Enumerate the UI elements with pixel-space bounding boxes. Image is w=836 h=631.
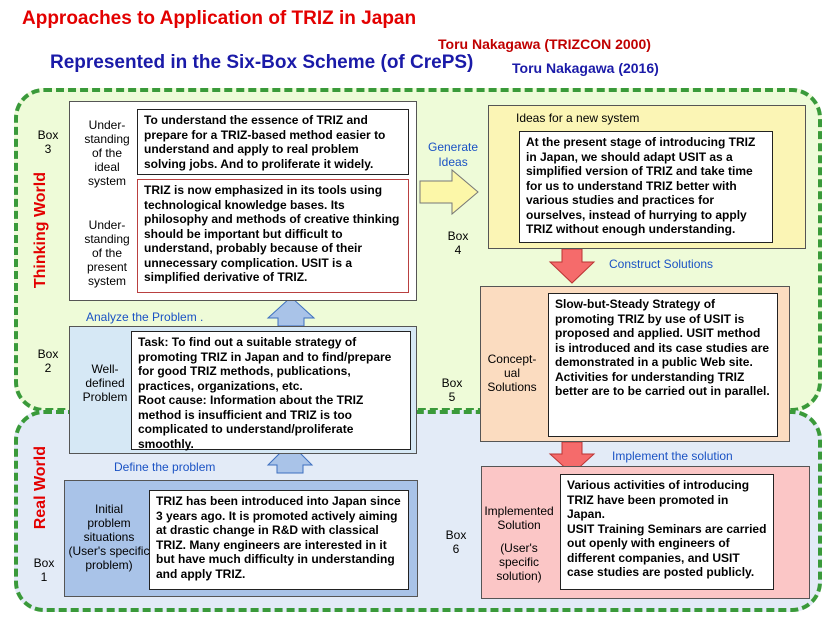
arrow-construct-solutions [548, 248, 596, 284]
define-problem-label: Define the problem [114, 460, 216, 474]
box5-text: Slow-but-Steady Strategy of promoting TR… [548, 293, 778, 437]
box4-text: At the present stage of introducing TRIZ… [519, 131, 773, 243]
arrow-implement-solution [548, 441, 596, 475]
box6-text: Various activities of introducing TRIZ h… [560, 474, 774, 590]
author-2000: Toru Nakagawa (TRIZCON 2000) [438, 36, 651, 52]
box1-text: TRIZ has been introduced into Japan sinc… [149, 490, 409, 590]
arrow-generate-ideas [419, 168, 479, 216]
box3-present-text: TRIZ is now emphasized in its tools usin… [137, 179, 409, 293]
box3-ideal-text: To understand the essence of TRIZ and pr… [137, 109, 409, 175]
page-subtitle: Represented in the Six-Box Scheme (of Cr… [50, 52, 474, 73]
box4-label: Ideas for a new system [516, 111, 640, 125]
construct-solutions-label: Construct Solutions [609, 257, 714, 271]
page-title: Approaches to Application of TRIZ in Jap… [22, 8, 417, 29]
arrow-analyze-problem [266, 296, 316, 327]
implement-solution-label: Implement the solution [612, 449, 733, 463]
box2-text: Task: To find out a suitable strategy of… [131, 331, 411, 451]
author-2016: Toru Nakagawa (2016) [512, 60, 659, 76]
arrow-define-problem [266, 442, 314, 474]
analyze-problem-label: Analyze the Problem . [86, 310, 204, 324]
